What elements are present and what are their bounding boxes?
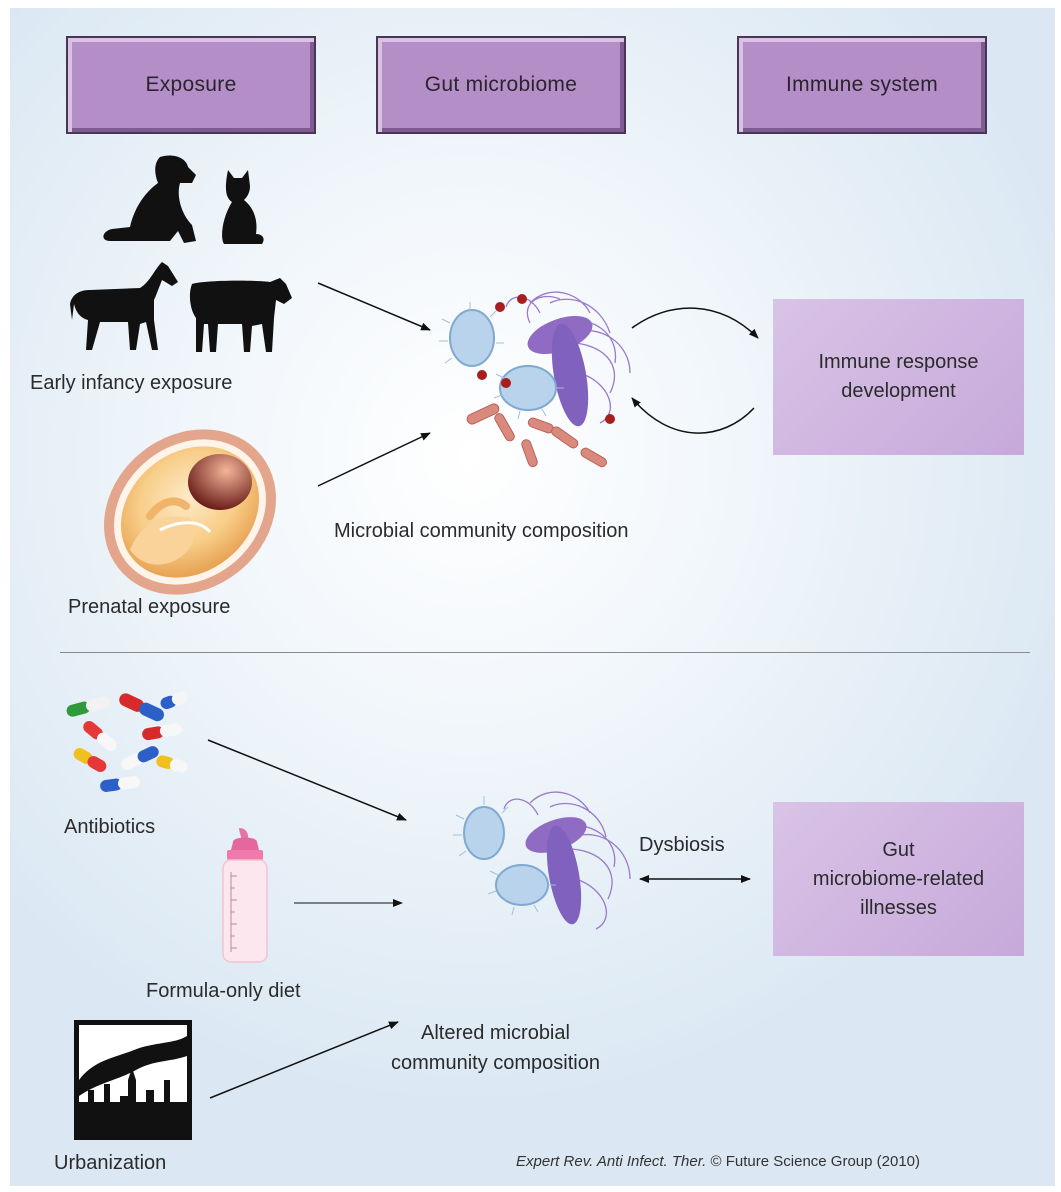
arrow-prenatal-to-microbiome	[317, 432, 431, 487]
arrows-layer	[207, 282, 759, 1099]
baby-bottle-icon	[222, 828, 268, 963]
altered-line2: community composition	[391, 1052, 600, 1074]
arrow-microbiome-to-immune	[631, 307, 759, 339]
credit-line: Expert Rev. Anti Infect. Ther. © Future …	[516, 1153, 920, 1170]
prenatal-label: Prenatal exposure	[68, 596, 231, 618]
pills-icon	[66, 691, 188, 792]
formula-label: Formula-only diet	[146, 980, 301, 1002]
composition-label: Microbial community composition	[334, 520, 629, 542]
header-exposure-label: Exposure	[145, 73, 237, 96]
immune-response-line1: Immune response	[818, 351, 979, 373]
altered-line1: Altered microbial	[421, 1022, 570, 1044]
factory-icon	[74, 1020, 192, 1140]
header-gut-microbiome-label: Gut microbiome	[424, 73, 578, 96]
dysbiosis-label: Dysbiosis	[639, 834, 725, 856]
header-gut-microbiome: Gut microbiome	[376, 36, 626, 134]
illness-line2: microbiome-related	[812, 867, 985, 890]
arrow-urbanization-to-microbiome	[209, 1021, 399, 1099]
horse-icon	[70, 262, 178, 350]
antibiotics-label: Antibiotics	[64, 816, 156, 838]
altered-composition-label: Altered microbial community composition	[391, 1018, 600, 1078]
dog-icon	[103, 155, 196, 243]
illness-line3: illnesses	[860, 896, 937, 919]
header-immune-system: Immune system	[737, 36, 987, 134]
section-divider	[60, 652, 1030, 653]
cow-icon	[189, 278, 292, 352]
fetus-icon	[104, 429, 276, 595]
diagram-panel: Exposure Gut microbiome Immune system Ea…	[10, 8, 1055, 1186]
cat-icon	[222, 170, 264, 244]
bacteria-cluster-icon	[439, 291, 631, 468]
early-infancy-label: Early infancy exposure	[30, 372, 233, 394]
arrow-early-to-microbiome	[317, 282, 431, 331]
urbanization-label: Urbanization	[54, 1152, 167, 1174]
bacteria-cluster-altered-icon	[453, 791, 631, 930]
arrow-immune-to-microbiome	[631, 397, 755, 434]
header-exposure: Exposure	[66, 36, 316, 134]
arrow-antibiotics-to-microbiome	[207, 739, 407, 821]
header-immune-system-label: Immune system	[785, 73, 939, 96]
immune-response-box: Immune response development	[773, 299, 1024, 455]
credit-copyright: © Future Science Group (2010)	[710, 1153, 921, 1170]
gut-illness-box: Gut microbiome-related illnesses	[773, 802, 1024, 956]
immune-response-line2: development	[841, 380, 956, 402]
illness-line1: Gut	[882, 838, 915, 861]
credit-journal: Expert Rev. Anti Infect. Ther.	[516, 1153, 707, 1170]
